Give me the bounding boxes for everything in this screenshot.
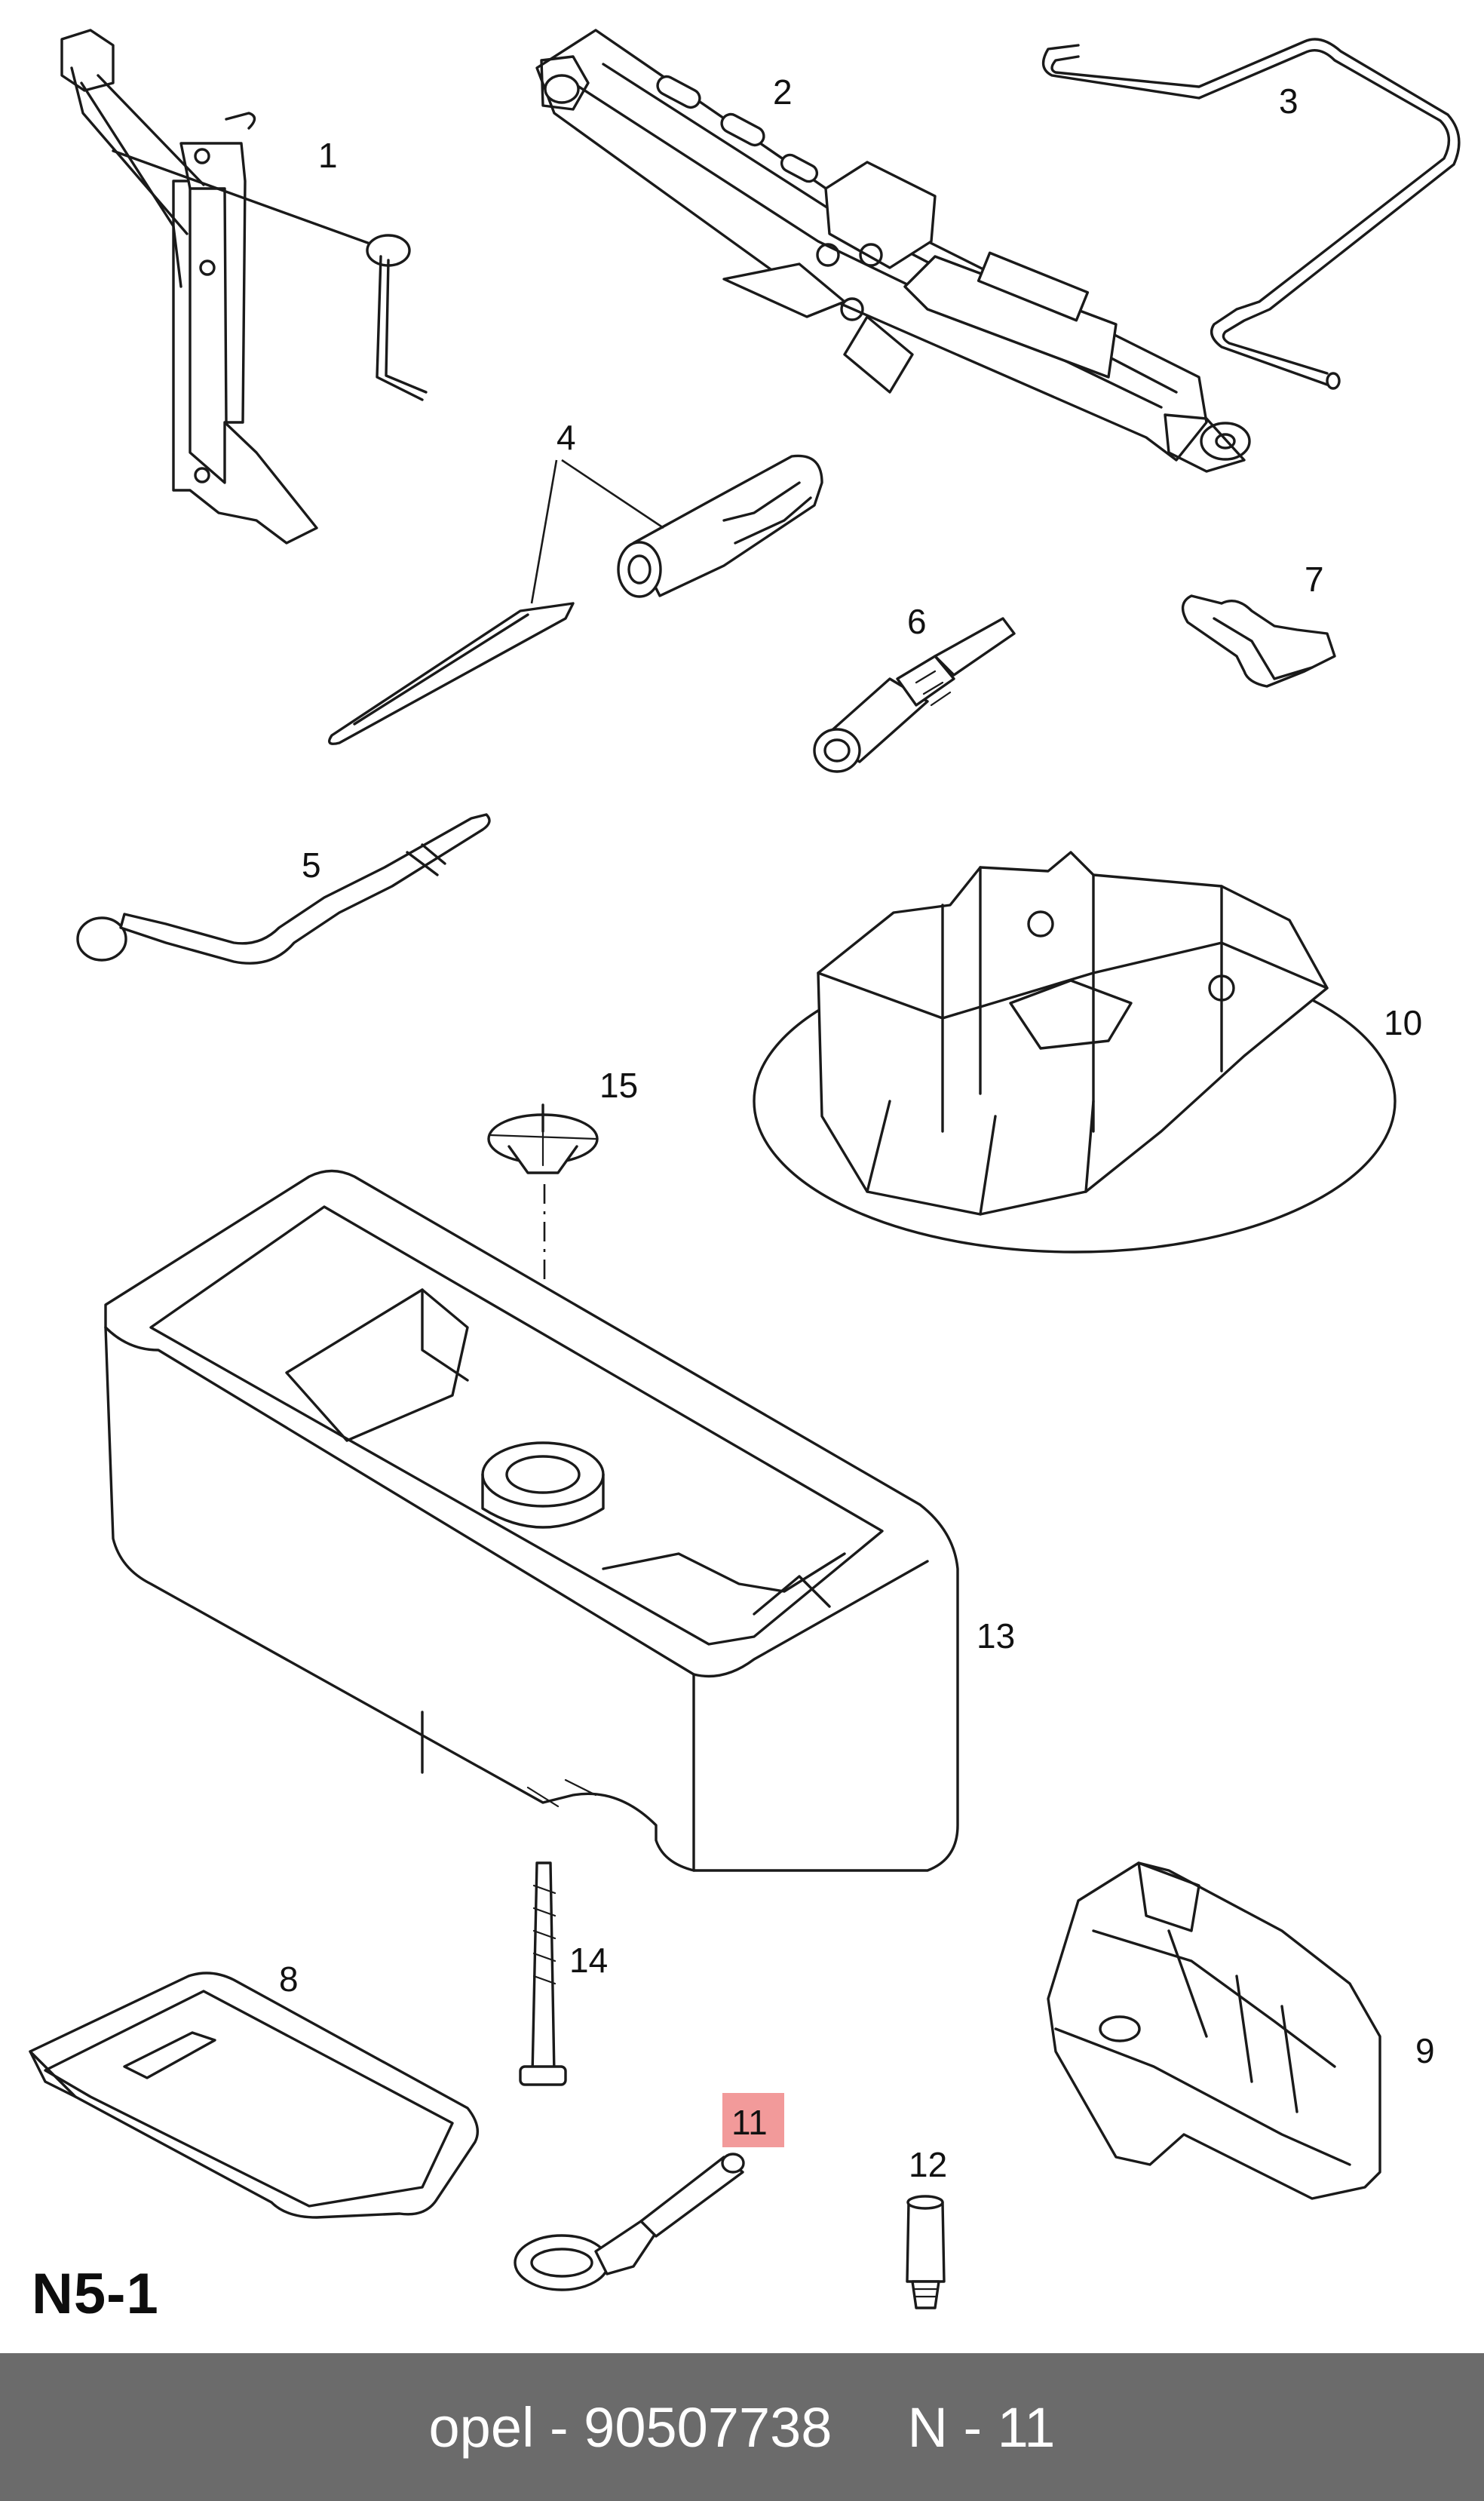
part-3-wire-bracket [1041, 38, 1461, 390]
callout-15: 15 [599, 1066, 638, 1105]
part-2-scissor-jack [535, 29, 1251, 473]
callout-7: 7 [1305, 560, 1324, 599]
part-9-jack-holder [1047, 1861, 1381, 2200]
callout-5: 5 [302, 845, 321, 885]
callout-9: 9 [1415, 2031, 1435, 2070]
part-number-text: opel - 90507738 [428, 2395, 832, 2459]
leader-lines [530, 459, 664, 604]
part-13-storage-tray [104, 1169, 959, 1872]
callout-6: 6 [907, 602, 927, 641]
part-11-towing-eye [514, 2153, 745, 2291]
callout-labels: 1 2 3 4 5 6 7 8 9 10 11 12 13 14 15 [279, 72, 1435, 2184]
part-5-wheel-brace [76, 813, 491, 965]
callout-14: 14 [569, 1941, 608, 1980]
part-14-bolt [519, 1861, 567, 2086]
footer-bar: opel - 90507738 N - 11 [0, 2353, 1484, 2501]
callout-1: 1 [318, 136, 338, 175]
callout-11-highlight [722, 2093, 784, 2147]
part-1-jack-stand [60, 29, 428, 545]
callout-11: 11 [731, 2103, 768, 2142]
part-12-adapter-pin [906, 2195, 946, 2309]
part-6-adapter [813, 617, 1016, 773]
callout-10: 10 [1384, 1003, 1422, 1042]
callout-2: 2 [773, 72, 793, 112]
callout-12: 12 [909, 2145, 947, 2184]
part-8-pouch [29, 1972, 479, 2219]
parts-diagram: 1 2 3 4 5 6 7 8 9 10 11 12 13 14 15 [29, 29, 1461, 2309]
part-7-clip [1181, 594, 1336, 688]
position-text: N - 11 [907, 2395, 1056, 2459]
part-15-plug-cap [487, 1103, 599, 1174]
callout-4: 4 [556, 418, 576, 457]
diagram-code: N5-1 [32, 2262, 159, 2326]
callout-8: 8 [279, 1959, 299, 1999]
part-4-screwdriver [328, 454, 823, 745]
callout-3: 3 [1279, 81, 1298, 121]
callout-13: 13 [977, 1616, 1015, 1656]
part-10-wheel-insert [753, 851, 1397, 1254]
